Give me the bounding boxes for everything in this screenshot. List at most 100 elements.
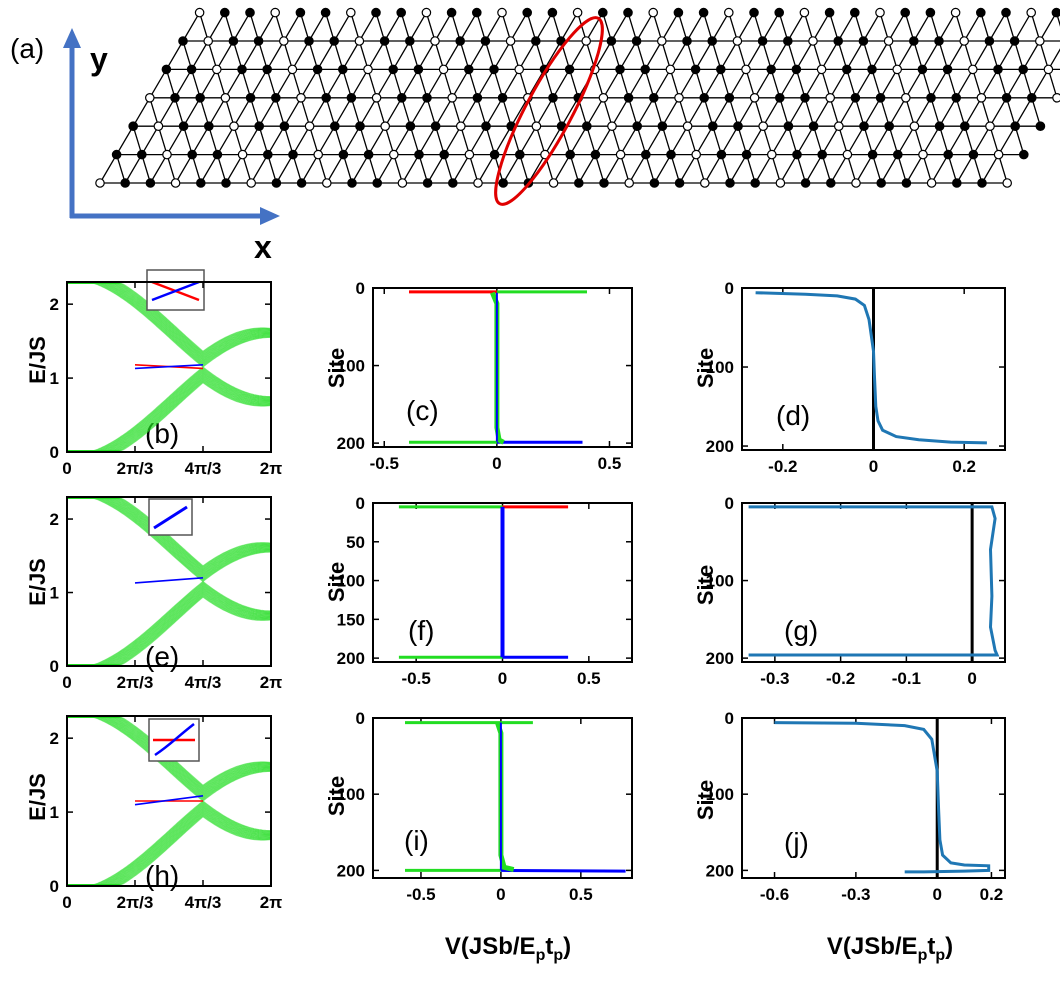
lattice-site [859, 121, 869, 131]
lattice-site [690, 64, 701, 75]
lattice-site [430, 36, 440, 46]
lattice-site [1001, 7, 1011, 18]
lattice-site [145, 93, 155, 103]
lattice-site [749, 7, 759, 18]
lattice-site [597, 7, 608, 18]
lattice-site [725, 178, 735, 188]
lattice-site [371, 7, 381, 18]
x-tick-label: 0 [62, 893, 71, 912]
y-axis-label-b: E/JS [25, 336, 50, 384]
lattice-site [993, 149, 1004, 160]
lattice-site [295, 7, 306, 18]
y-axis-label-c: Site [324, 348, 349, 388]
lattice-site [581, 36, 591, 46]
bulk-band [67, 582, 271, 665]
lattice-site [447, 178, 458, 188]
y-tick-label: 100 [337, 357, 365, 376]
lattice-site [825, 93, 835, 103]
x-tick-label: 0.5 [569, 885, 593, 904]
bulk-band [67, 498, 271, 581]
lattice-site [716, 149, 727, 160]
lattice-site [338, 149, 349, 160]
lattice-site [926, 93, 936, 103]
lattice-site [699, 93, 709, 103]
y-axis-label-d: Site [693, 348, 718, 388]
x-tick-label: 0 [869, 457, 878, 476]
lattice-site [934, 36, 944, 46]
lattice-site [833, 36, 843, 46]
bulk-band [67, 367, 271, 451]
lattice-site [497, 93, 508, 103]
lattice-site [599, 178, 609, 188]
lattice-site [514, 64, 524, 75]
bulk-band [67, 717, 271, 801]
lattice-site [564, 64, 575, 75]
x-tick-label: -0.3 [760, 669, 789, 688]
lattice-site [304, 36, 314, 46]
x-tick-label: 2π [260, 673, 282, 692]
lattice-site [640, 64, 650, 75]
lattice-site [162, 149, 172, 160]
lattice-site [288, 149, 298, 160]
lattice-site [682, 36, 692, 46]
lattice-site [396, 7, 406, 18]
x-tick-label: 0 [967, 669, 976, 688]
lattice-site [447, 93, 457, 103]
x-tick-label: 4π/3 [185, 673, 222, 692]
lattice-site [876, 178, 886, 188]
y-tick-label: 100 [706, 358, 734, 377]
lattice-site [682, 121, 693, 131]
y-axis-label-h: E/JS [25, 773, 50, 821]
lattice-site [951, 178, 962, 188]
lattice-site [170, 178, 181, 188]
bulk-band [67, 717, 272, 802]
lattice-site [489, 64, 499, 75]
lattice-site [883, 36, 894, 46]
y-tick-label: 200 [706, 649, 734, 668]
x-tick-label: 2π/3 [117, 893, 154, 912]
lattice-site [766, 64, 776, 75]
panel-label-c: (c) [406, 395, 439, 426]
lattice-site [438, 64, 449, 75]
x-tick-label: 0 [62, 459, 71, 478]
y-tick-label: 100 [337, 785, 365, 804]
x-arrowhead [260, 207, 280, 225]
lattice-site [858, 36, 869, 46]
lattice-site [254, 121, 265, 131]
lattice-site [673, 7, 684, 18]
lattice-site [371, 93, 382, 103]
y-tick-label: 100 [706, 572, 734, 591]
lattice-site [783, 121, 794, 131]
lattice-site [379, 36, 390, 46]
lattice-site [262, 149, 273, 160]
lattice-site [648, 93, 659, 103]
bulk-band [67, 366, 272, 451]
lattice-site [918, 149, 928, 160]
lattice-site [413, 64, 424, 75]
lattice-site [278, 36, 289, 46]
panel-label-a: (a) [10, 33, 44, 64]
lattice-site [757, 36, 768, 46]
lattice-site [707, 121, 718, 131]
lattice-site [724, 93, 735, 103]
x-tick-label: -0.5 [370, 454, 399, 473]
plot-frame [372, 287, 633, 448]
lattice-site [892, 64, 902, 75]
lattice-site [699, 178, 710, 188]
bulk-band [67, 498, 271, 582]
lattice-site [1002, 178, 1012, 188]
profile-green [490, 291, 505, 445]
lattice-site [766, 149, 777, 160]
lattice-site [497, 7, 507, 18]
lattice-site [446, 7, 457, 18]
x-axis-label-j: V(JSb/Eptp) [827, 933, 953, 964]
lattice-site [237, 64, 247, 75]
bulk-band [67, 283, 271, 366]
edge-state-line [134, 795, 204, 806]
bands-e [67, 498, 272, 665]
lattice-site [347, 178, 357, 188]
bulk-band [67, 581, 271, 665]
